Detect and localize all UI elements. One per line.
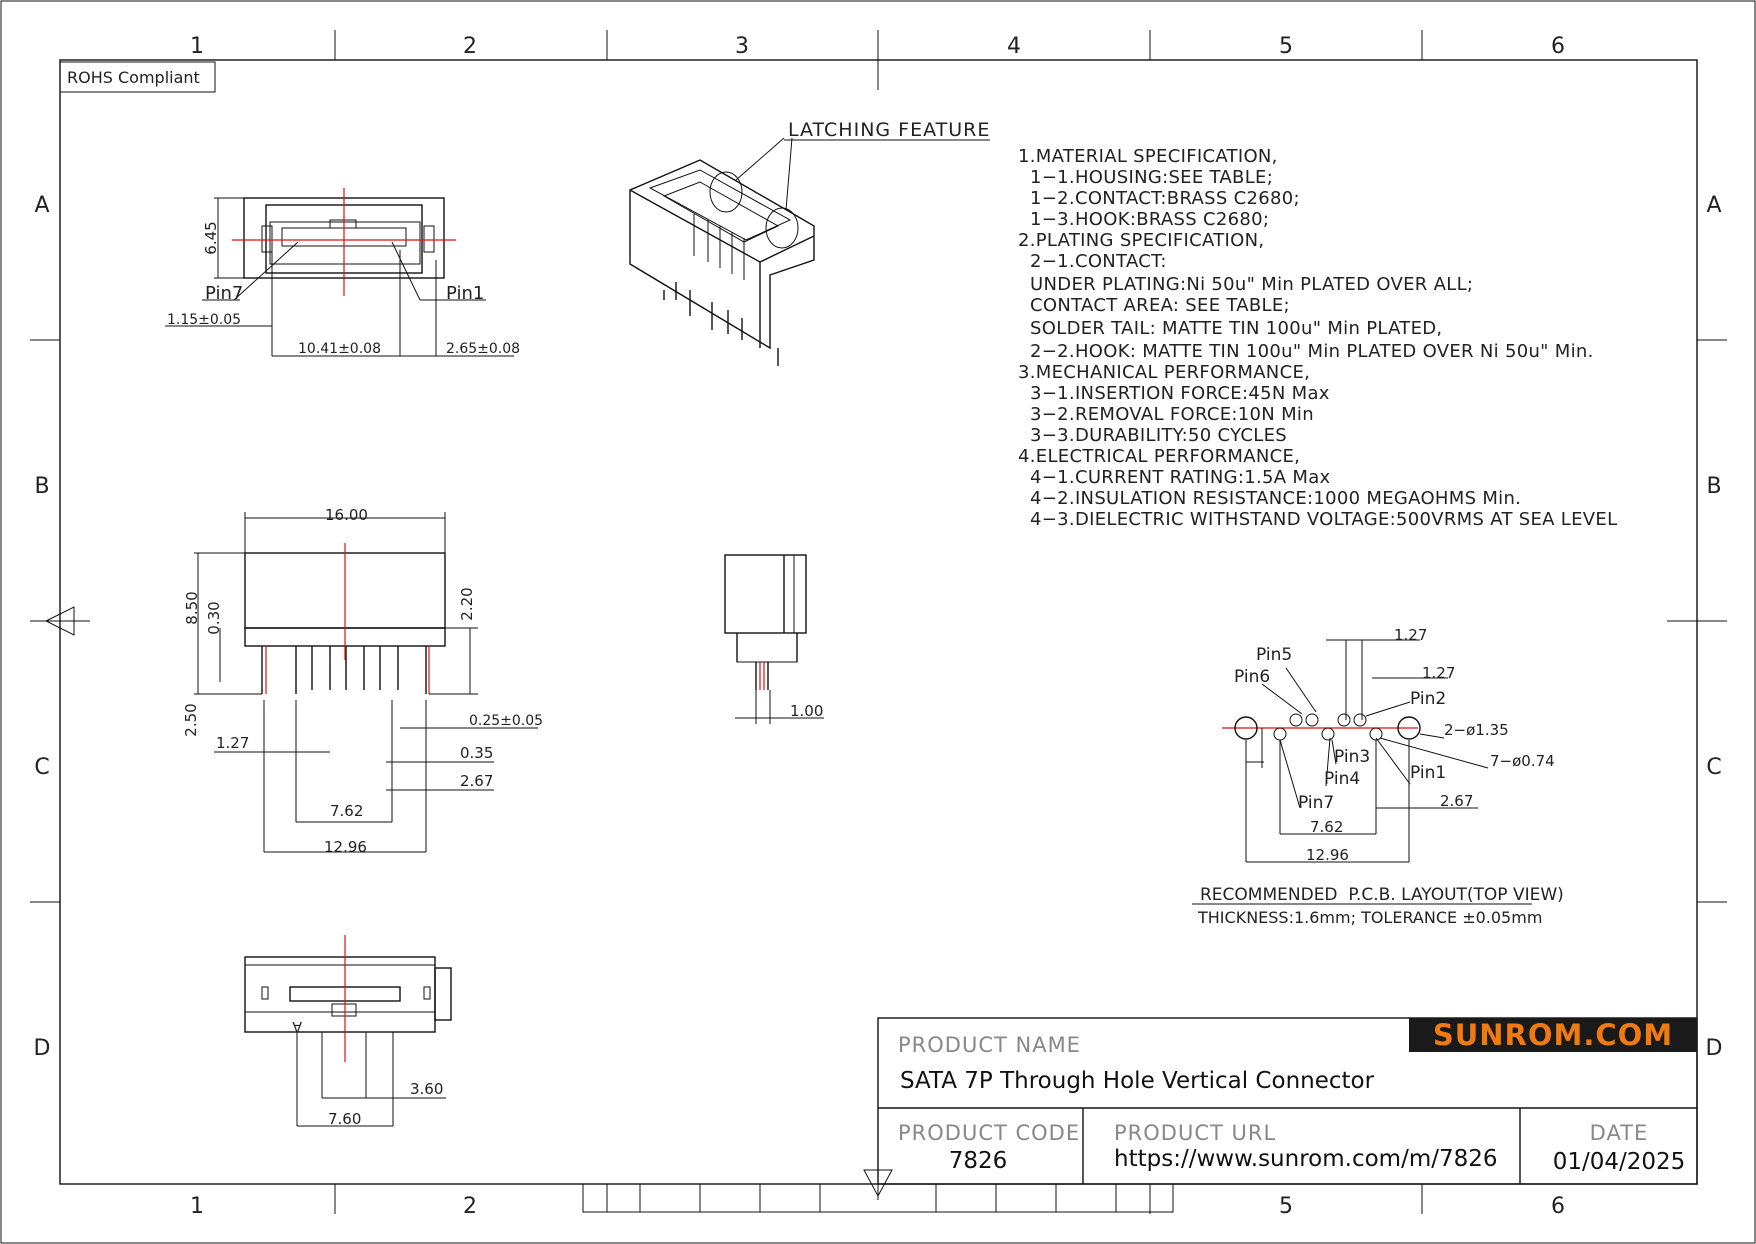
note-line: 2.PLATING SPECIFICATION, [1018,230,1264,251]
row-label-c: C [34,755,49,780]
pcb-pin3: Pin3 [1334,747,1370,767]
callout-pin7: Pin7 [205,283,243,304]
note-line: 2−1.CONTACT: [1018,251,1167,272]
pcb-pin5: Pin5 [1256,645,1292,665]
isometric-view [629,137,990,366]
note-line: 1−2.CONTACT:BRASS C2680; [1018,188,1300,209]
col-label-5: 5 [1279,34,1293,59]
pcb-pitch-1: 1.27 [1394,626,1427,644]
note-line: SOLDER TAIL: MATTE TIN 100u" Min PLATED, [1018,318,1442,339]
note-line: UNDER PLATING:Ni 50u" Min PLATED OVER AL… [1018,274,1473,295]
pcb-thickness: THICKNESS:1.6mm; TOLERANCE ±0.05mm [1197,908,1542,927]
dim-front-left: 1.15±0.05 [167,312,241,328]
dim-side-1296: 12.96 [324,838,367,856]
pcb-pitch-2: 1.27 [1422,664,1455,682]
rohs-label: ROHS Compliant [67,68,200,87]
logo-box [1409,1018,1697,1052]
callout-latching-feature: LATCHING FEATURE [788,119,990,141]
row-label-c-right: C [1706,755,1721,780]
side-view [194,512,538,853]
note-line: CONTACT AREA: SEE TABLE; [1018,295,1290,316]
row-label-b-right: B [1706,474,1721,499]
note-line: 3−1.INSERTION FORCE:45N Max [1018,383,1330,404]
product-name: SATA 7P Through Hole Vertical Connector [900,1068,1375,1094]
front-view [165,188,514,357]
note-line: 1−1.HOUSING:SEE TABLE; [1018,167,1273,188]
row-label-d-right: D [1706,1036,1723,1061]
rohs-box [59,61,216,93]
dim-bottom-760: 7.60 [328,1110,361,1128]
dim-side-030: 0.30 [205,601,223,634]
dim-side-850: 8.50 [183,591,201,624]
pcb-layout [1222,639,1489,863]
note-line: 3.MECHANICAL PERFORMANCE, [1018,362,1310,383]
pcb-267: 2.67 [1440,792,1473,810]
dim-side-width: 16.00 [325,506,368,524]
note-line: 4−3.DIELECTRIC WITHSTAND VOLTAGE:500VRMS… [1018,509,1617,530]
dim-side-267: 2.67 [460,772,493,790]
col-label-4: 4 [1007,34,1021,59]
col-label-6: 6 [1551,34,1565,59]
col-label-1: 1 [190,34,204,59]
dim-front-mid: 10.41±0.08 [298,341,381,357]
product-name-label: PRODUCT NAME [898,1033,1081,1057]
pcb-hole-2: 7−ø0.74 [1490,752,1555,770]
inner-border [59,59,1698,1185]
note-line: 3−2.REMOVAL FORCE:10N Min [1018,404,1314,425]
pcb-title: RECOMMENDED P.C.B. LAYOUT(TOP VIEW) [1200,885,1564,905]
note-line: 1.MATERIAL SPECIFICATION, [1018,146,1278,167]
bottom-col-label-1: 1 [190,1194,204,1219]
row-label-d: D [34,1036,51,1061]
product-code: 7826 [949,1148,1008,1174]
note-line: 4−1.CURRENT RATING:1.5A Max [1018,467,1331,488]
pcb-pin1: Pin1 [1410,763,1446,783]
pcb-pin6: Pin6 [1234,667,1270,687]
col-label-2: 2 [463,34,477,59]
col-label-3: 3 [735,34,749,59]
callout-pin-a: A [292,1018,302,1034]
dim-side-025: 0.25±0.05 [469,713,543,729]
dim-side-762: 7.62 [330,802,363,820]
dim-side-220: 2.20 [458,587,476,620]
bottom-col-label-6: 6 [1551,1194,1565,1219]
pcb-pin7: Pin7 [1298,793,1334,813]
bottom-col-label-5: 5 [1279,1194,1293,1219]
date-label: DATE [1590,1121,1649,1145]
end-view [724,554,824,724]
dim-bottom-360: 3.60 [410,1080,443,1098]
pcb-1296: 12.96 [1306,846,1349,864]
dim-side-pitch: 1.27 [216,734,249,752]
note-line: 4−2.INSULATION RESISTANCE:1000 MEGAOHMS … [1018,488,1521,509]
dim-side-035: 0.35 [460,744,493,762]
product-url-label: PRODUCT URL [1114,1121,1276,1145]
pcb-762: 7.62 [1310,818,1343,836]
note-line: 3−3.DURABILITY:50 CYCLES [1018,425,1287,446]
bottom-view [244,935,452,1127]
dim-front-height: 6.45 [202,221,220,254]
note-line: 2−2.HOOK: MATTE TIN 100u" Min PLATED OVE… [1018,341,1594,362]
sunrom-logo: SUNROM.COM [1433,1018,1673,1052]
date-value: 01/04/2025 [1553,1149,1686,1175]
product-url[interactable]: https://www.sunrom.com/m/7826 [1114,1146,1498,1172]
row-label-b: B [34,474,49,499]
note-line: 1−3.HOOK:BRASS C2680; [1018,209,1269,230]
dim-end-100: 1.00 [790,702,823,720]
row-label-a-right: A [1706,193,1721,218]
pcb-hole-1: 2−ø1.35 [1444,721,1509,739]
bottom-col-label-2: 2 [463,1194,477,1219]
dim-side-250: 2.50 [182,703,200,736]
spec-notes: 1.MATERIAL SPECIFICATION, 1−1.HOUSING:SE… [1018,146,1617,530]
dim-front-right: 2.65±0.08 [446,341,520,357]
callout-pin1: Pin1 [446,283,484,304]
row-label-a: A [34,193,49,218]
pcb-pin4: Pin4 [1324,769,1360,789]
product-code-label: PRODUCT CODE [898,1121,1080,1145]
pcb-pin2: Pin2 [1410,689,1446,709]
title-block [877,1017,1698,1185]
note-line: 4.ELECTRICAL PERFORMANCE, [1018,446,1300,467]
